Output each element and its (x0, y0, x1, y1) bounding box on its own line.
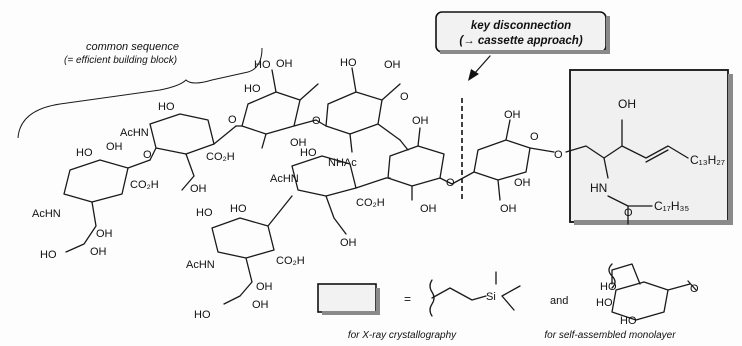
atom-o: O (228, 114, 237, 126)
atom-oh: OH (514, 177, 531, 189)
disconnection-arrowhead (468, 69, 479, 81)
atom-oh: OH (90, 246, 107, 258)
sialic-acid-ring-2: HO AcHN CO₂H OH O (120, 101, 237, 195)
atom-ho: HO (194, 309, 211, 321)
cassette-approach-label: (→ cassette approach) (459, 35, 583, 47)
atom-ho: HO (596, 297, 613, 309)
atom-oh: OH (412, 115, 429, 127)
common-sequence-sublabel: (= efficient building block) (64, 55, 177, 66)
atom-o: O (690, 283, 699, 295)
atom-achn: AcHN (32, 208, 61, 220)
atom-o: O (400, 91, 409, 103)
glucose-ring: OH O OH OH O (473, 109, 563, 215)
galactose-ring: HO OH HO OH O (241, 58, 321, 149)
atom-o: O (143, 149, 152, 161)
atom-ho: HO (340, 57, 357, 69)
disconnection-arrow (473, 55, 491, 75)
central-galactose-ring: OH OH O (387, 115, 455, 215)
xray-caption: for X-ray crystallography (348, 330, 457, 341)
atom-o: O (554, 149, 563, 161)
atom-ho: HO (76, 147, 93, 159)
atom-o: O (446, 177, 455, 189)
atom-achn: AcHN (120, 127, 149, 139)
atom-oh: OH (96, 228, 113, 240)
equals-sign: = (404, 292, 411, 306)
atom-oh: OH (618, 97, 636, 111)
atom-oh: OH (190, 183, 207, 195)
atom-oh: OH (256, 281, 273, 293)
aglycon-legend: = Si and O HO HO HO for X-ray crystallog… (317, 263, 699, 341)
atom-ho: HO (230, 203, 247, 215)
atom-ho: HO (620, 315, 637, 327)
atom-oh: OH (290, 137, 307, 149)
ethyl-linker (431, 287, 487, 301)
common-sequence-label: common sequence (86, 41, 179, 53)
atom-oh: OH (252, 299, 269, 311)
atom-co2h: CO₂H (276, 255, 305, 267)
common-sequence-brace (17, 47, 263, 139)
atom-oh: OH (106, 141, 123, 153)
atom-oh: OH (276, 58, 293, 70)
atom-ho: HO (254, 59, 271, 71)
alkyl-chain-c17h35: C₁₇H₃₅ (654, 199, 689, 213)
atom-achn: AcHN (270, 173, 299, 185)
atom-oh: OH (420, 203, 437, 215)
atom-ho: HO (600, 281, 617, 293)
atom-si: Si (486, 291, 496, 303)
sialic-acid-ring-4: HO HO AcHN CO₂H OH OH HO (186, 195, 305, 321)
atom-ho: HO (158, 101, 175, 113)
glycosidic-linkages (149, 119, 475, 185)
galnac-ring: HO OH NHAc O (325, 57, 409, 169)
atom-o: O (530, 131, 539, 143)
atom-co2h: CO₂H (356, 197, 385, 209)
atom-co2h: CO₂H (206, 151, 235, 163)
atom-oh: OH (384, 59, 401, 71)
wavy-bond (429, 279, 435, 317)
atom-co2h: CO₂H (130, 179, 159, 191)
atom-oh: OH (340, 237, 357, 249)
atom-ho: HO (196, 207, 213, 219)
atom-hn: HN (590, 181, 607, 195)
atom-achn: AcHN (186, 259, 215, 271)
atom-o: O (624, 207, 633, 219)
sialic-acid-ring-1: HO OH AcHN CO₂H OH OH HO O (32, 141, 159, 261)
sialic-acid-ring-3: AcHN HO CO₂H OH (270, 147, 387, 249)
atom-ho: HO (300, 147, 317, 159)
alkyl-chain-c13h27: C₁₃H₂₇ (690, 153, 725, 167)
atom-ho: HO (40, 249, 57, 261)
key-disconnection-label: key disconnection (471, 20, 571, 32)
and-label: and (550, 295, 568, 307)
atom-oh: OH (504, 109, 521, 121)
ceramide-box: OH C₁₃H₂₇ HN C₁₇H₃₅ O (565, 69, 733, 225)
sam-caption: for self-assembled monolayer (544, 330, 676, 341)
key-disconnection-box: key disconnection (→ cassette approach) (435, 11, 610, 54)
atom-ho: HO (244, 83, 261, 95)
atom-oh: OH (500, 203, 517, 215)
